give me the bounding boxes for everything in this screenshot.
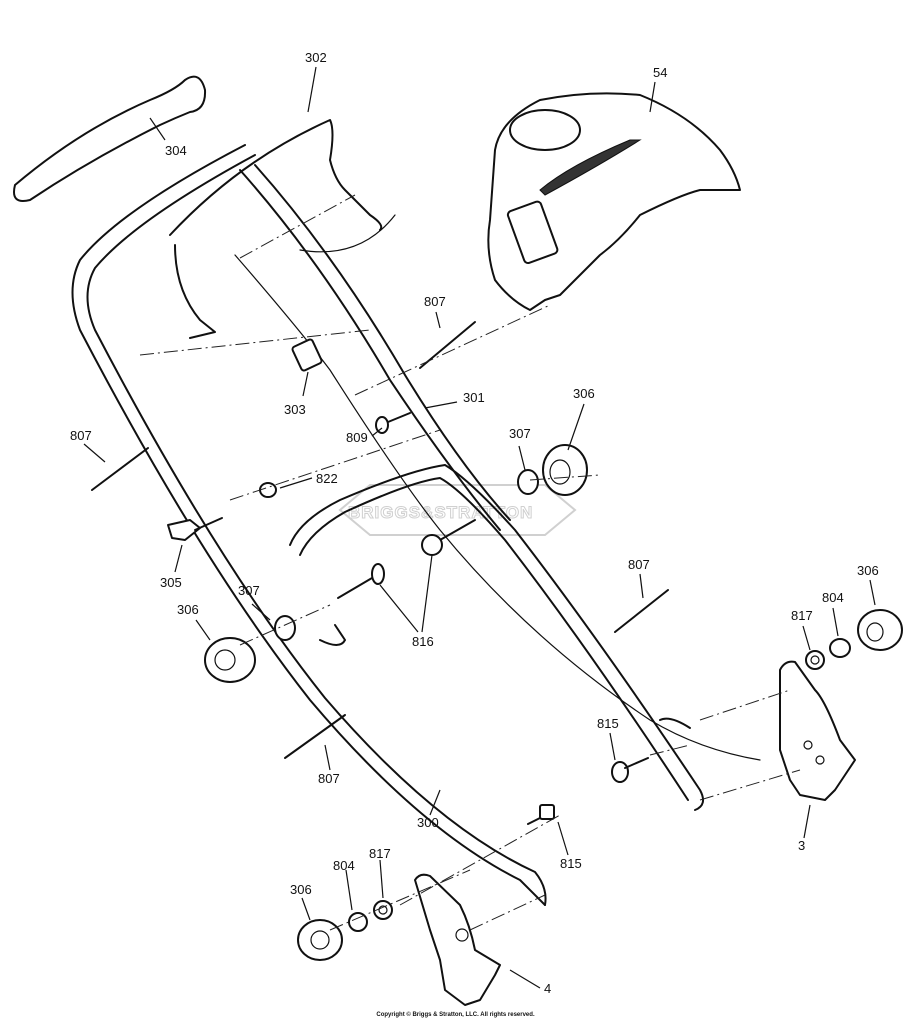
label-307: 307 — [238, 583, 260, 598]
cable-ties-807 — [91, 321, 669, 759]
label-306: 306 — [857, 563, 879, 578]
knob-306-left — [204, 637, 256, 683]
label-804: 804 — [822, 590, 844, 605]
label-816: 816 — [412, 634, 434, 649]
label-306: 306 — [290, 882, 312, 897]
label-306: 306 — [177, 602, 199, 617]
washer-307-left — [274, 615, 296, 641]
label-807: 807 — [318, 771, 340, 786]
label-307: 307 — [509, 426, 531, 441]
label-304: 304 — [165, 143, 187, 158]
knob-306-upper — [542, 444, 588, 496]
bolt-815-lower — [527, 804, 555, 825]
bolts-816 — [337, 519, 476, 599]
label-807: 807 — [628, 557, 650, 572]
label-3: 3 — [798, 838, 805, 853]
washer-307-upper — [517, 469, 539, 495]
lower-handle-300 — [71, 144, 705, 906]
washers-804-817-lower — [348, 900, 393, 932]
assembly-lines — [139, 194, 801, 931]
label-817: 817 — [791, 608, 813, 623]
lever-305 — [167, 517, 223, 541]
label-807: 807 — [424, 294, 446, 309]
briggs-stratton-watermark: BRIGGS&STRATTON — [338, 484, 577, 536]
copyright-notice: Copyright © Briggs & Stratton, LLC. All … — [376, 1012, 535, 1018]
bracket-4-lower — [414, 873, 501, 1006]
label-807: 807 — [70, 428, 92, 443]
washers-804-817-right — [805, 638, 851, 670]
grip-foam-304 — [13, 75, 207, 202]
screw-809 — [375, 412, 411, 434]
label-302: 302 — [305, 50, 327, 65]
label-303: 303 — [284, 402, 306, 417]
knob-306-lower — [297, 919, 343, 961]
label-305: 305 — [160, 575, 182, 590]
svg-text:BRIGGS&STRATTON: BRIGGS&STRATTON — [348, 503, 533, 522]
leader-lines — [83, 66, 876, 989]
nut-822 — [259, 482, 277, 498]
label-4: 4 — [544, 981, 551, 996]
label-822: 822 — [316, 471, 338, 486]
label-300: 300 — [417, 815, 439, 830]
bracket-3-right — [779, 660, 856, 801]
knob-306-right — [857, 609, 903, 651]
label-301: 301 — [463, 390, 485, 405]
label-815: 815 — [597, 716, 619, 731]
label-54: 54 — [653, 65, 667, 80]
control-cable-303 — [234, 254, 761, 761]
label-815: 815 — [560, 856, 582, 871]
bolt-815-right — [611, 757, 649, 783]
bail-control-302 — [169, 119, 396, 339]
label-817: 817 — [369, 846, 391, 861]
part-labels: 302 54 304 807 301 303 306 809 307 807 8… — [70, 50, 879, 996]
label-804: 804 — [333, 858, 355, 873]
label-306: 306 — [573, 386, 595, 401]
label-809: 809 — [346, 430, 368, 445]
cover-54 — [487, 92, 741, 311]
